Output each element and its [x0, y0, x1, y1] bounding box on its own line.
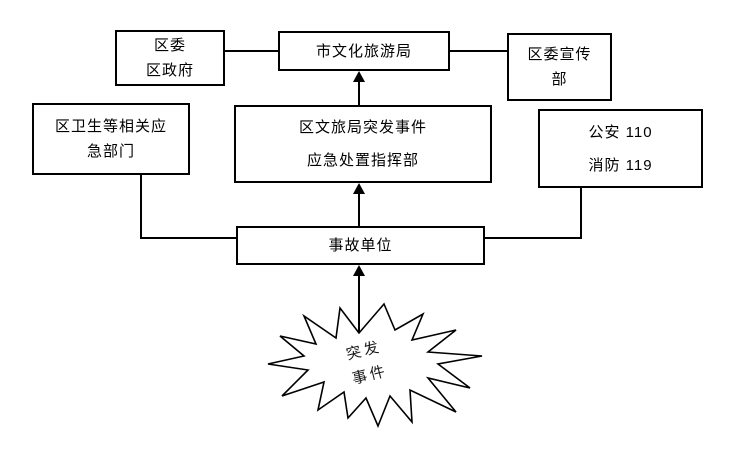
- node-police-fire: 公安 110 消防 119: [538, 109, 703, 188]
- node-district-propaganda-dept-line2: 部: [551, 71, 568, 88]
- node-district-committee: 区委 区政府: [115, 30, 225, 86]
- node-district-health-emergency-depts: 区卫生等相关应 急部门: [32, 103, 190, 175]
- node-district-bureau-emergency-hq-line2: 应急处置指挥部: [306, 152, 419, 169]
- connector-bureau-to-propaganda: [450, 50, 507, 52]
- arrow-up-icon: [353, 183, 365, 194]
- node-district-propaganda-dept: 区委宣传 部: [507, 33, 612, 101]
- node-district-propaganda-dept-line1: 区委宣传: [527, 46, 592, 63]
- node-city-culture-tourism-bureau-label: 市文化旅游局: [315, 42, 412, 60]
- burst-shape: [267, 302, 483, 428]
- node-accident-unit-label: 事故单位: [328, 237, 393, 254]
- node-district-health-emergency-depts-line1: 区卫生等相关应: [54, 118, 167, 135]
- node-district-committee-line2: 区政府: [145, 62, 194, 79]
- node-district-bureau-emergency-hq: 区文旅局突发事件 应急处置指挥部: [234, 105, 492, 183]
- arrow-up-icon: [353, 71, 365, 82]
- explosion-icon: [267, 302, 483, 428]
- connector-committee-to-bureau: [225, 50, 278, 52]
- node-police-fire-line1: 公安 110: [588, 123, 653, 141]
- arrow-event-to-accident: [358, 274, 360, 334]
- arrow-accident-to-hq: [358, 192, 360, 226]
- arrow-up-icon: [353, 265, 365, 276]
- node-city-culture-tourism-bureau: 市文化旅游局: [278, 31, 450, 71]
- node-police-fire-line2: 消防 119: [588, 156, 653, 174]
- node-district-bureau-emergency-hq-line1: 区文旅局突发事件: [298, 119, 427, 136]
- connector-police-down: [580, 188, 582, 239]
- arrow-hq-to-bureau: [358, 80, 360, 105]
- connector-health-down: [140, 175, 142, 239]
- node-accident-unit: 事故单位: [236, 226, 485, 265]
- node-district-health-emergency-depts-line2: 急部门: [86, 143, 135, 160]
- connector-health-to-accident: [140, 237, 236, 239]
- connector-accident-to-police: [485, 237, 582, 239]
- node-district-committee-line1: 区委: [153, 37, 186, 54]
